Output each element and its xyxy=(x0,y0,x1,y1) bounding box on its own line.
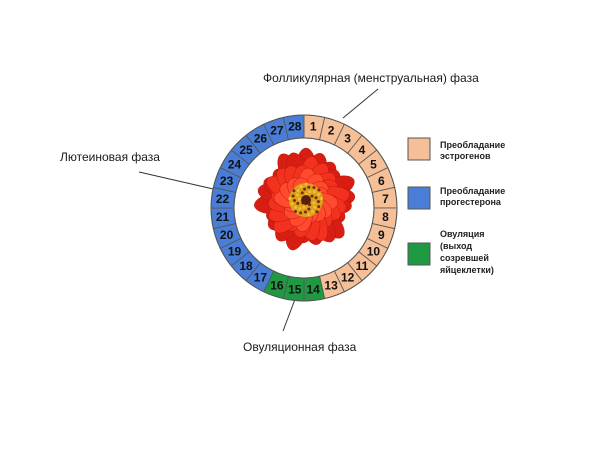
cycle-day-number: 13 xyxy=(324,278,338,292)
flower-center-core xyxy=(301,195,311,205)
flower-center-dot xyxy=(298,207,302,211)
flower-center-dot xyxy=(317,205,321,209)
follicular-leader-line xyxy=(342,88,379,119)
cycle-day-number: 21 xyxy=(216,210,230,224)
cycle-day-number: 17 xyxy=(254,270,268,284)
legend-progesterone-line-2: прогестерона xyxy=(440,197,502,207)
flower-center-dot xyxy=(300,191,304,195)
flower-center-dot xyxy=(307,185,311,189)
cycle-day-number: 26 xyxy=(254,132,268,146)
cycle-day-number: 14 xyxy=(307,282,321,296)
cycle-day-number: 9 xyxy=(378,228,385,242)
flower-center-dot xyxy=(299,185,303,189)
cycle-day-number: 28 xyxy=(288,120,302,134)
legend-estrogen-line-1: Преобладание xyxy=(440,140,505,150)
flower-center-dot xyxy=(288,197,292,201)
legend-swatch-estrogen xyxy=(407,137,431,161)
flower-center-dot xyxy=(308,190,312,194)
legend-ovulation-line-3: созревшей xyxy=(440,253,489,263)
legend-ovulation-line-1: Овуляция xyxy=(440,229,484,239)
flower-center-dot xyxy=(290,202,294,206)
cycle-day-number: 25 xyxy=(239,143,253,157)
flower-center-dot xyxy=(303,187,307,191)
flower-center-dot xyxy=(299,211,303,215)
flower-center-dot xyxy=(292,189,296,193)
ring-inner-outline xyxy=(233,137,375,279)
legend-progesterone-line-1: Преобладание xyxy=(440,186,505,196)
legend-ovulation-line-4: яйцеклетки) xyxy=(440,265,494,275)
flower-center-dot xyxy=(315,210,319,214)
cycle-day-number: 3 xyxy=(344,132,351,146)
flower-center-dot xyxy=(316,192,320,196)
luteal-leader-line xyxy=(138,171,223,192)
flower-center-dot xyxy=(296,201,300,205)
legend-ovulation-line-2: (выход xyxy=(440,241,472,251)
cycle-day-number: 2 xyxy=(328,124,335,138)
cycle-day-number: 27 xyxy=(270,124,284,138)
flower-center-dot xyxy=(312,186,316,190)
cycle-day-number: 20 xyxy=(220,228,234,242)
svg-text:Преобладание прогестерон: Преобладание прогестерона xyxy=(440,186,508,207)
cycle-ring xyxy=(210,114,398,302)
cycle-day-number: 11 xyxy=(356,259,369,273)
flower-center-dot xyxy=(307,207,311,211)
legend-swatch-ovulation xyxy=(407,242,431,266)
flower-center-dot xyxy=(310,194,314,198)
legend: Преобладание эстрогенов Преобладание про… xyxy=(407,137,508,275)
flower-image xyxy=(254,147,356,251)
flower-center-dot xyxy=(304,182,308,186)
cycle-day-number: 22 xyxy=(216,192,230,206)
flower-center-dot xyxy=(296,189,300,193)
cycle-day-number: 18 xyxy=(239,259,253,273)
flower-center-dot xyxy=(307,213,311,217)
flower-center-dot xyxy=(303,210,307,214)
flower-center-dot xyxy=(298,197,302,201)
cycle-day-number: 1 xyxy=(310,120,317,134)
flower-center-dot xyxy=(311,209,315,213)
cycle-day-number: 8 xyxy=(382,210,389,224)
follicular-phase-label: Фолликулярная (менструальная) фаза xyxy=(263,71,479,85)
flower-center-dot xyxy=(313,205,317,209)
svg-text:Овуляция (выход со: Овуляция (выход созревшей яйцеклетки) xyxy=(440,229,494,275)
flower-center-dot xyxy=(317,188,321,192)
flower-center-dot xyxy=(293,210,297,214)
flower-center-dot xyxy=(295,193,299,197)
cycle-day-number: 23 xyxy=(220,174,234,188)
cycle-day-number: 16 xyxy=(270,278,284,292)
flower-center-dot xyxy=(291,194,295,198)
cycle-day-number: 19 xyxy=(228,245,242,259)
cycle-day-number: 6 xyxy=(378,174,385,188)
flower-center-dot xyxy=(314,196,318,200)
legend-swatch-progesterone xyxy=(407,186,431,210)
flower-center-dot xyxy=(302,205,306,209)
svg-text:Преобладание эстрогенов: Преобладание эстрогенов xyxy=(440,140,508,161)
flower-center-dot xyxy=(319,197,323,201)
ovulation-phase-label: Овуляционная фаза xyxy=(243,340,357,354)
cycle-day-number: 5 xyxy=(370,157,377,171)
luteal-phase-label: Лютеиновая фаза xyxy=(60,150,160,164)
flower-center-dot xyxy=(312,201,316,205)
cycle-day-number: 4 xyxy=(359,143,366,157)
flower-center-dot xyxy=(316,200,320,204)
flower-center-dot xyxy=(312,190,316,194)
ring-outer-outline xyxy=(210,114,398,302)
legend-estrogen-line-2: эстрогенов xyxy=(440,151,491,161)
flower-center-dot xyxy=(293,199,297,203)
cycle-day-number: 7 xyxy=(382,192,389,206)
cycle-day-number: 12 xyxy=(341,270,355,284)
cycle-day-number: 15 xyxy=(288,282,302,296)
cycle-day-number: 10 xyxy=(367,245,381,259)
cycle-day-number: 24 xyxy=(228,157,242,171)
flower-center-dot xyxy=(294,205,298,209)
